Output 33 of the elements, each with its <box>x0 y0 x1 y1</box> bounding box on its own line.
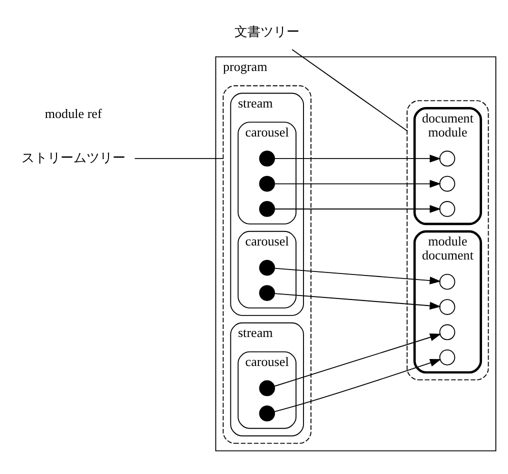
arrow <box>274 205 441 213</box>
node-circle <box>259 201 275 217</box>
connector <box>292 49 408 132</box>
cluster: carousel <box>238 351 296 429</box>
node-circle <box>439 274 456 290</box>
node-circle <box>439 176 456 192</box>
connector <box>134 158 224 160</box>
cluster: carousel <box>238 230 296 308</box>
cluster <box>406 100 489 380</box>
node-circle <box>439 324 456 340</box>
cluster: carousel <box>238 122 296 224</box>
arrow <box>274 359 442 412</box>
label: module ref <box>44 106 102 122</box>
node-text: 文書ツリー <box>234 24 300 39</box>
arrow <box>274 333 442 387</box>
node-circle <box>259 150 275 167</box>
arrow <box>274 180 441 188</box>
arrow <box>274 293 441 310</box>
node-circle <box>439 299 456 315</box>
cluster: module document <box>413 230 482 374</box>
node-circle <box>259 260 275 276</box>
arrow <box>274 154 441 162</box>
cluster: document module <box>413 107 482 226</box>
node-text: ストリームツリー <box>21 150 126 166</box>
cluster <box>222 85 312 444</box>
node-circle <box>439 150 456 167</box>
node-circle <box>259 406 275 422</box>
node-circle <box>259 285 275 301</box>
node-circle <box>259 380 275 396</box>
node-circle <box>439 350 456 366</box>
node-circle <box>259 176 275 192</box>
node-circle <box>439 201 456 217</box>
arrow <box>274 268 441 284</box>
